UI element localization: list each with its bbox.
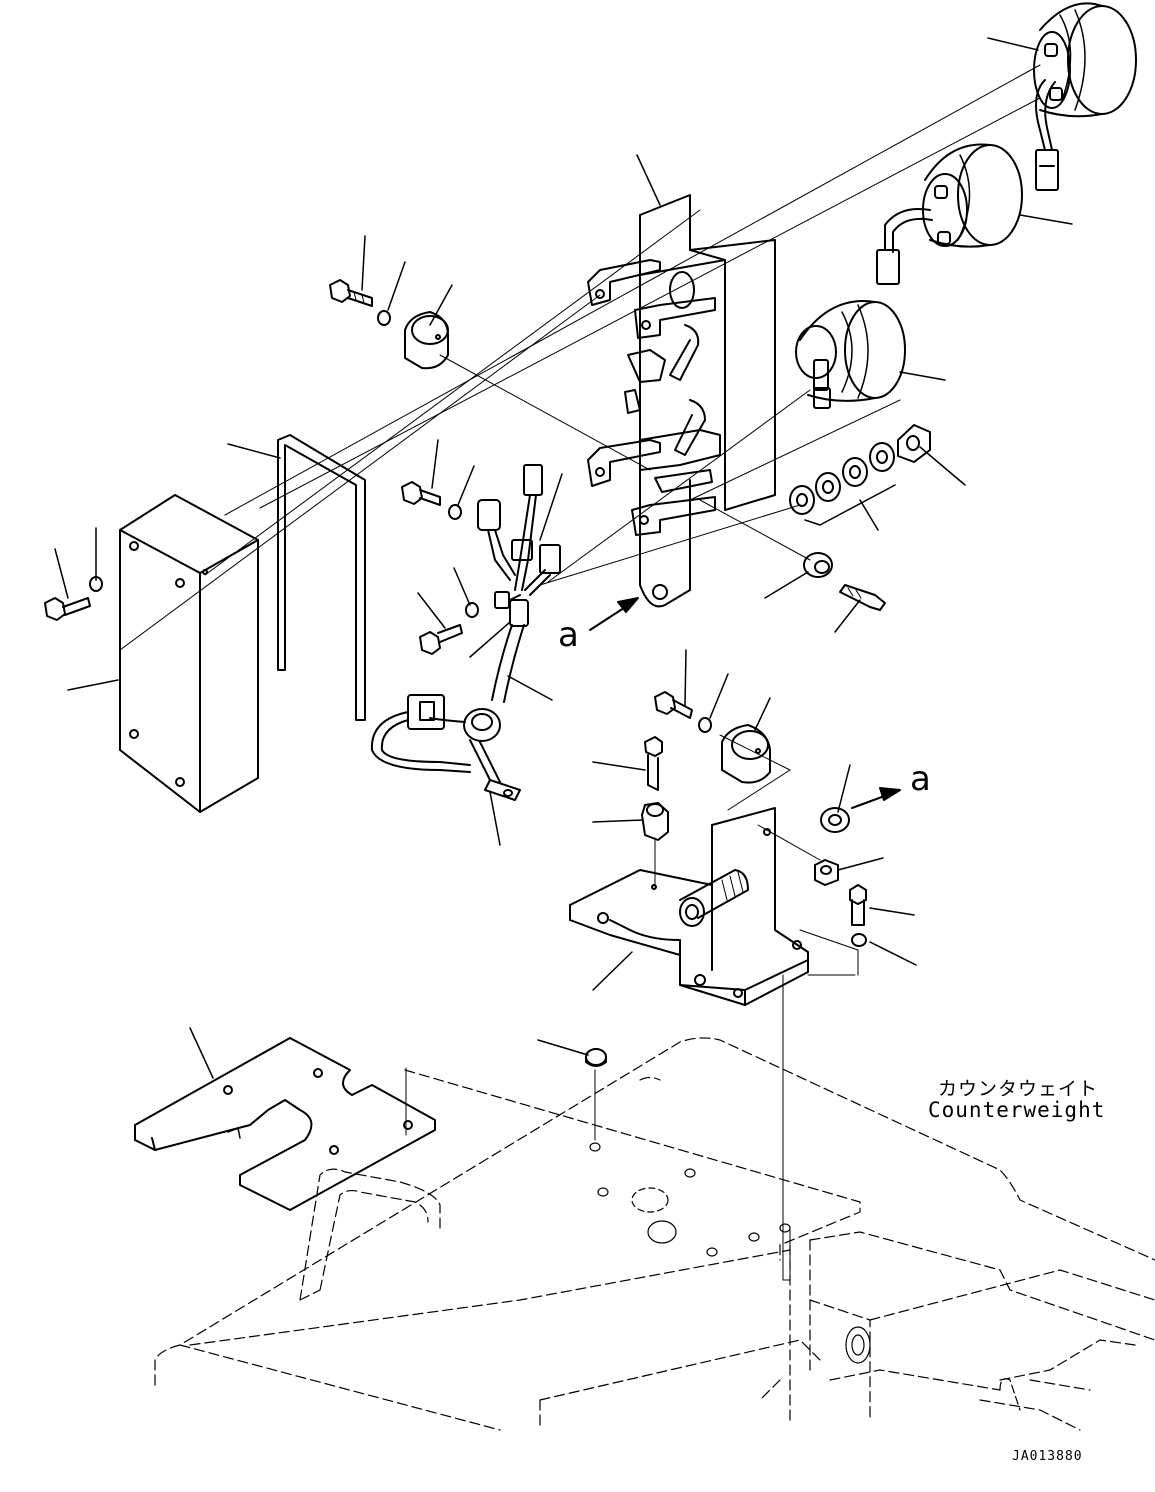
mounting-bracket: [569, 807, 809, 1006]
main-bracket: [587, 194, 776, 608]
washer-stack: [789, 424, 931, 526]
wiring-harness: [370, 464, 561, 801]
counterweight-outline: [154, 1037, 1155, 1431]
lamp-lower: [795, 300, 906, 409]
lamp-middle: [876, 143, 1023, 285]
lower-fasteners: [641, 691, 867, 947]
stopper-right: [803, 552, 886, 611]
arrow-label-a-right: a: [910, 759, 931, 799]
leader-lines: [54, 37, 1073, 1079]
floor-plate: [134, 1037, 436, 1211]
left-fasteners: [44, 481, 479, 655]
gasket-strip: [277, 434, 366, 721]
lamp-upper: [1033, 2, 1137, 191]
cover-box: [119, 494, 259, 813]
plug-cap: [585, 1048, 607, 1067]
arrow-label-a-left: a: [558, 615, 579, 655]
upper-fasteners: [329, 279, 449, 370]
drawing-code: JA013880: [1012, 1449, 1083, 1464]
arrows: [589, 597, 901, 809]
counterweight-label-japanese: カウンタウェイト: [938, 1078, 1099, 1100]
counterweight-label-english: Counterweight: [928, 1098, 1106, 1122]
counterweight-holes: [589, 1142, 1021, 1411]
